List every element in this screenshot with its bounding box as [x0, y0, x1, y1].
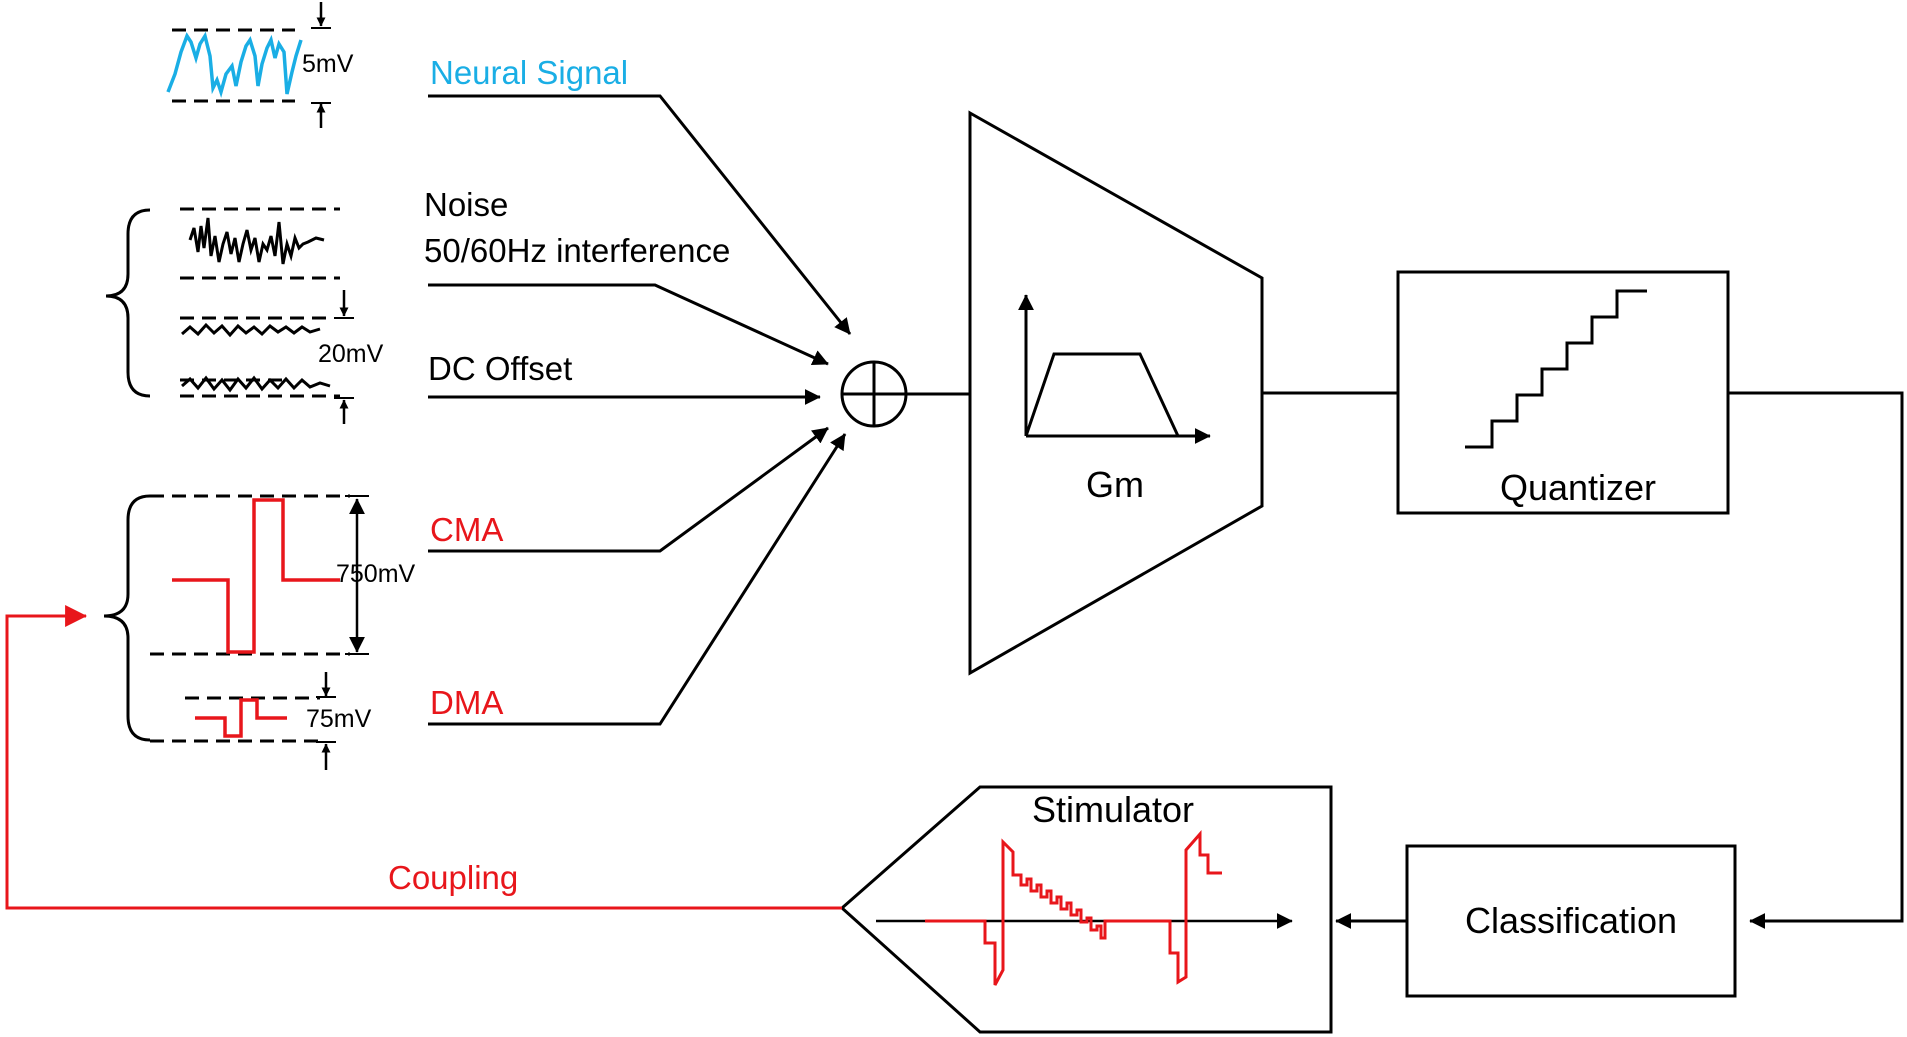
dc-offset-label: DC Offset: [428, 350, 572, 387]
neural-scale: 5mV: [302, 2, 354, 128]
interference-label: 50/60Hz interference: [424, 232, 730, 269]
gm-block: Gm: [968, 110, 1264, 676]
dma-label: DMA: [430, 684, 503, 721]
neural-scale-label: 5mV: [302, 50, 354, 78]
summing-node: [840, 360, 908, 428]
noise-brace: [105, 208, 151, 398]
bandpass-response: [1024, 352, 1180, 437]
neural-signal-label: Neural Signal: [430, 54, 628, 91]
classification-label: Classification: [1465, 900, 1677, 941]
noise-label: Noise: [424, 186, 508, 223]
stimulator-label: Stimulator: [1032, 789, 1194, 830]
noise-scale: 20mV: [318, 290, 384, 424]
stimulator-block: Stimulator: [839, 785, 1333, 1034]
cma-label: CMA: [430, 511, 503, 548]
cma-waveform: [150, 494, 350, 656]
dma-waveform: [150, 696, 320, 743]
quantizer-to-classification-wire: [1728, 391, 1904, 929]
dma-scale-label: 75mV: [306, 705, 372, 733]
input-wires: [428, 94, 852, 726]
quantizer-label: Quantizer: [1500, 467, 1656, 508]
quantizer-block: Quantizer: [1396, 270, 1730, 515]
coupling-label: Coupling: [388, 859, 518, 896]
cma-scale-label: 750mV: [336, 560, 416, 588]
noise-scale-label: 20mV: [318, 340, 384, 368]
noise-waveforms: [180, 207, 340, 398]
classification-block: Classification: [1405, 844, 1737, 998]
artifact-brace: [103, 494, 151, 742]
stimulation-pulse-waveform: [925, 830, 1222, 986]
coupling-feedback-wire: [5, 605, 842, 910]
gm-label: Gm: [1086, 464, 1144, 505]
dma-scale: 75mV: [306, 672, 372, 770]
neural-signal-waveform: [166, 28, 303, 103]
staircase-icon: [1465, 289, 1647, 449]
cma-scale: 750mV: [336, 495, 416, 655]
